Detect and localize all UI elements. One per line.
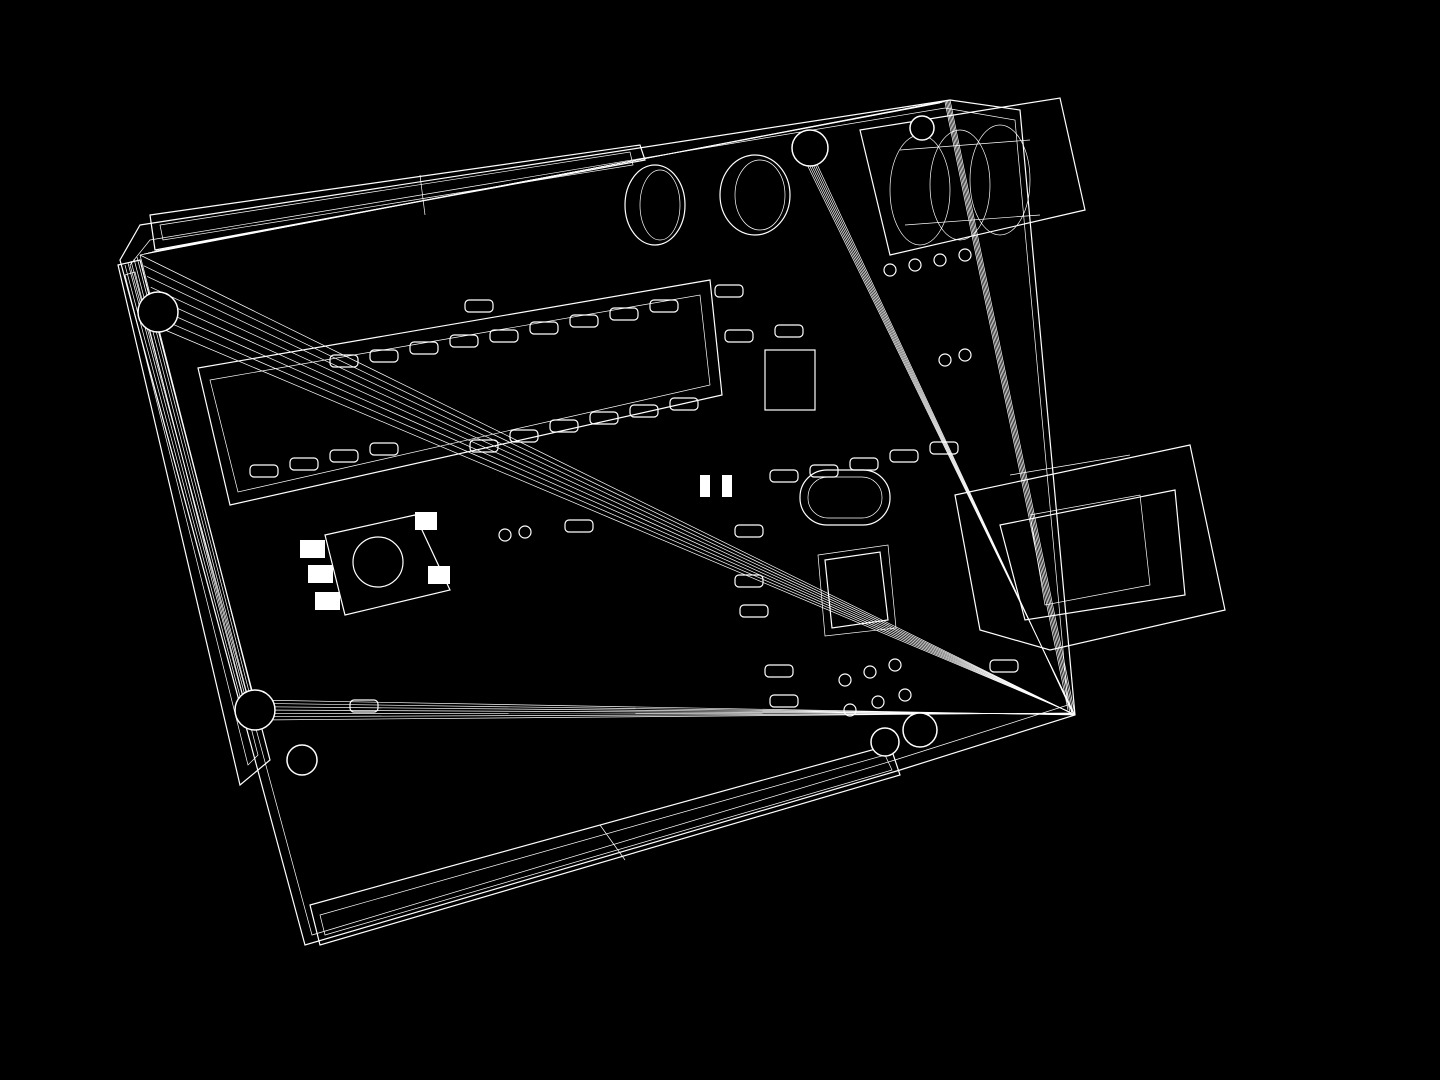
smd-component [714, 284, 744, 298]
smd-component [989, 659, 1019, 673]
pad [871, 695, 885, 709]
mount-hole [234, 689, 276, 731]
wireframe-line [259, 712, 1071, 721]
wireframe-line [143, 265, 1075, 715]
pad [888, 658, 902, 672]
smd-component [449, 334, 479, 348]
smd-component [489, 329, 519, 343]
smd-component [464, 299, 494, 313]
smd-component [629, 404, 659, 418]
left-header [117, 259, 271, 787]
smd-component [649, 299, 679, 313]
wireframe-line [164, 329, 1071, 713]
wireframe-line [944, 101, 1069, 711]
wireframe-line [814, 159, 1073, 713]
smd-component [724, 329, 754, 343]
smd-component [849, 457, 879, 471]
wireframe-line [948, 100, 1074, 714]
mount-hole [870, 727, 900, 757]
mount-hole [909, 115, 935, 141]
led-pads [700, 475, 732, 497]
smd-component [329, 354, 359, 368]
smd-component [249, 464, 279, 478]
pad [838, 673, 852, 687]
smd-component [549, 419, 579, 433]
smd-component [734, 524, 764, 538]
wireframe-line [127, 262, 248, 714]
wireframe-line [124, 264, 246, 716]
capacitors [624, 154, 791, 246]
smd-component [764, 664, 794, 678]
qfp-chip [817, 544, 897, 637]
smd-component [739, 604, 769, 618]
smd-component [369, 349, 399, 363]
smd-component [289, 457, 319, 471]
mount-hole [137, 291, 179, 333]
smd-component [669, 397, 699, 411]
smd-component [929, 441, 959, 455]
wireframe-line [947, 100, 1072, 713]
smd-component [774, 324, 804, 338]
smd-component [809, 464, 839, 478]
smd-components [249, 248, 1019, 717]
mount-holes [137, 115, 938, 776]
smd-component [589, 411, 619, 425]
top-header-rows [149, 144, 646, 251]
wireframe-line [161, 318, 1071, 713]
wireframe-line [133, 258, 252, 710]
wireframe-line [949, 99, 1076, 716]
smd-component [349, 699, 379, 713]
smd-component [509, 429, 539, 443]
pad [518, 525, 532, 539]
smd-component [609, 307, 639, 321]
wireframe-line [150, 286, 1074, 715]
smd-component [369, 442, 399, 456]
wireframe-line [139, 254, 1076, 716]
reset-button [300, 512, 451, 616]
pad [938, 353, 952, 367]
bottom-header-rows [309, 744, 901, 946]
mount-hole [791, 129, 829, 167]
crystal-oscillator [799, 469, 891, 526]
smd-component [734, 574, 764, 588]
mount-hole [286, 744, 318, 776]
pad [883, 263, 897, 277]
wireframe-lines [124, 99, 1076, 721]
wireframe-line [154, 297, 1073, 714]
wireframe-line [157, 308, 1072, 714]
smd-component [769, 694, 799, 708]
smd-component [469, 439, 499, 453]
smd-component [564, 519, 594, 533]
mount-hole [902, 712, 938, 748]
pad [933, 253, 947, 267]
small-ic [764, 349, 816, 411]
smd-component [889, 449, 919, 463]
pad [898, 688, 912, 702]
pad [843, 703, 857, 717]
board-outline [119, 99, 1076, 946]
smd-component [329, 449, 359, 463]
wireframe-line [146, 276, 1074, 715]
wireframe-line [130, 260, 250, 712]
pad [958, 348, 972, 362]
microcontroller-dip-chip [197, 279, 723, 506]
pad [863, 665, 877, 679]
wireframe-line [159, 102, 941, 251]
smd-component [409, 341, 439, 355]
pad [498, 528, 512, 542]
pad [908, 258, 922, 272]
smd-component [529, 321, 559, 335]
pad [958, 248, 972, 262]
smd-component [769, 469, 799, 483]
usb-connector [954, 444, 1226, 651]
smd-component [569, 314, 599, 328]
wireframe-line [945, 101, 1071, 712]
